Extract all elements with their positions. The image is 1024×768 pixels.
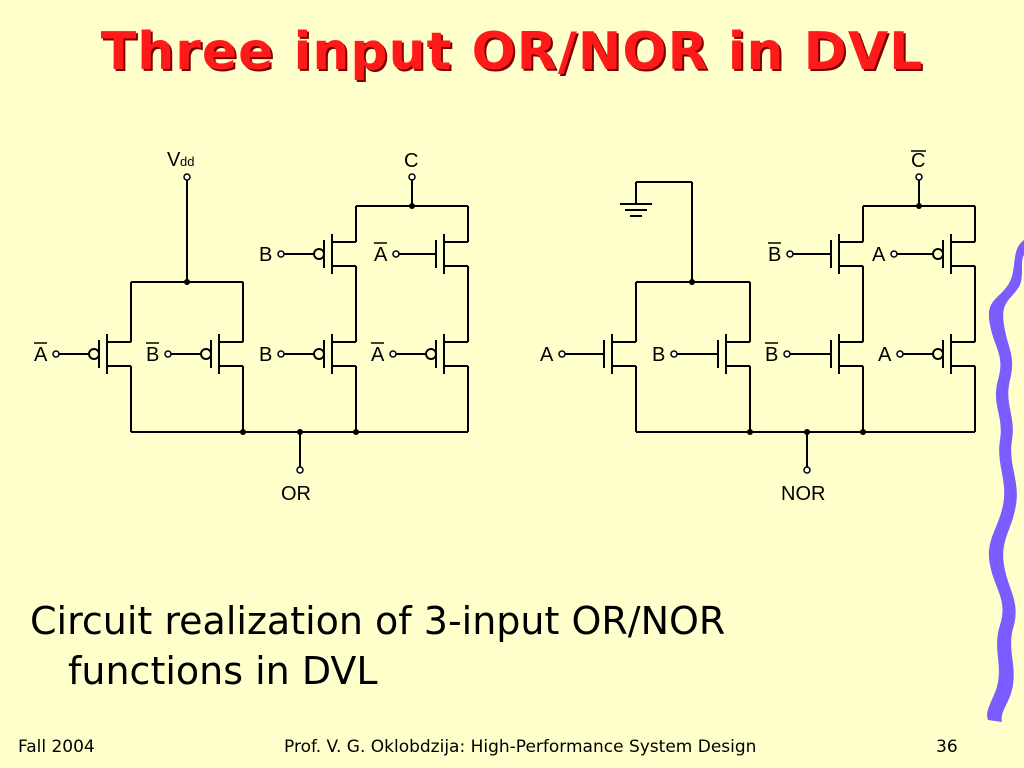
nor-gate-label-0: A: [540, 344, 554, 366]
footer-author: Prof. V. G. Oklobdzija: High-Performance…: [284, 737, 757, 757]
or-gate-label-1: B: [146, 344, 159, 366]
vdd-subscript: dd: [180, 154, 194, 169]
terminals: [183, 173, 923, 474]
or-transistor-1: [164, 332, 244, 376]
slide-title: Three input OR/NOR in DVL: [100, 22, 924, 82]
slide-caption: Circuit realization of 3-input OR/NOR fu…: [30, 596, 930, 696]
caption-line-2: functions in DVL: [68, 649, 378, 693]
or-gate-label-0: A: [34, 344, 48, 366]
footer-date: Fall 2004: [18, 737, 95, 757]
or-transistor-5: [389, 332, 469, 376]
nor-output-label: NOR: [781, 483, 825, 505]
or-transistor-4: [277, 332, 357, 376]
caption-line-1: Circuit realization of 3-input OR/NOR: [30, 599, 726, 643]
vdd-label: V: [167, 149, 181, 171]
nor-c-label: C: [911, 150, 925, 172]
or-gate-label-3: A: [374, 244, 388, 266]
nor-gate-label-2: B: [768, 244, 781, 266]
nor-transistor-4: [783, 332, 864, 376]
or-output-label: OR: [281, 483, 311, 505]
or-gate-label-2: B: [259, 244, 272, 266]
nor-gate-label-4: B: [765, 344, 778, 366]
or-gate-label-5: A: [371, 344, 385, 366]
nor-gate-label-5: A: [878, 344, 892, 366]
or-transistor-2: [277, 232, 357, 276]
nor-gate-label-3: A: [872, 244, 886, 266]
or-transistor-0: [52, 332, 132, 376]
nor-transistor-3: [890, 232, 976, 276]
nor-circuit: [620, 178, 976, 467]
nor-transistor-0: [558, 332, 637, 376]
footer-page-number: 36: [936, 737, 958, 757]
nor-transistor-1: [670, 332, 751, 376]
or-c-label: C: [404, 150, 418, 172]
nor-gate-label-1: B: [652, 344, 665, 366]
junction-dots: [184, 203, 922, 435]
or-gate-label-4: B: [259, 344, 272, 366]
or-transistor-3: [392, 232, 469, 276]
nor-transistor-2: [786, 232, 864, 276]
nor-transistor-5: [896, 332, 976, 376]
